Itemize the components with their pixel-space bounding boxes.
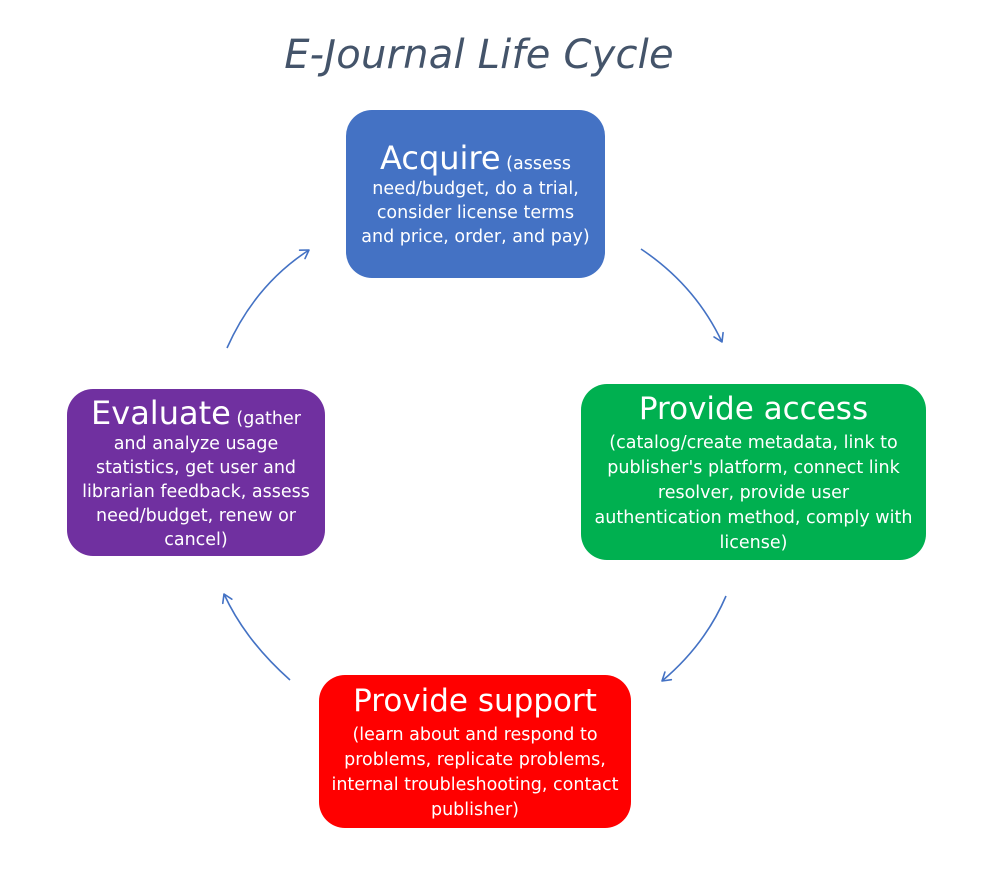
arrow-acquire-to-access: [640, 248, 724, 343]
stage-heading: Provide access: [638, 390, 869, 427]
stage-description: (gather and analyze usage statistics, ge…: [82, 408, 310, 550]
stage-heading: Acquire: [380, 139, 501, 177]
stage-description: (catalog/create metadata, link to publis…: [594, 432, 913, 553]
arrow-evaluate-to-acquire: [226, 249, 310, 349]
stage-acquire: Acquire (assess need/budget, do a trial,…: [346, 110, 605, 278]
diagram-title: E-Journal Life Cycle: [284, 32, 674, 78]
stage-evaluate: Evaluate (gather and analyze usage stati…: [67, 389, 325, 556]
stage-provide-access: Provide access (catalog/create metadata,…: [581, 384, 926, 560]
stage-provide-support: Provide support (learn about and respond…: [319, 675, 631, 828]
arrow-access-to-support: [661, 595, 727, 682]
stage-heading: Provide support: [353, 682, 597, 719]
stage-heading: Evaluate: [91, 393, 231, 432]
stage-description: (learn about and respond to problems, re…: [331, 724, 619, 820]
stage-description: (assess need/budget, do a trial, conside…: [361, 154, 590, 247]
arrow-support-to-evaluate: [221, 593, 291, 681]
